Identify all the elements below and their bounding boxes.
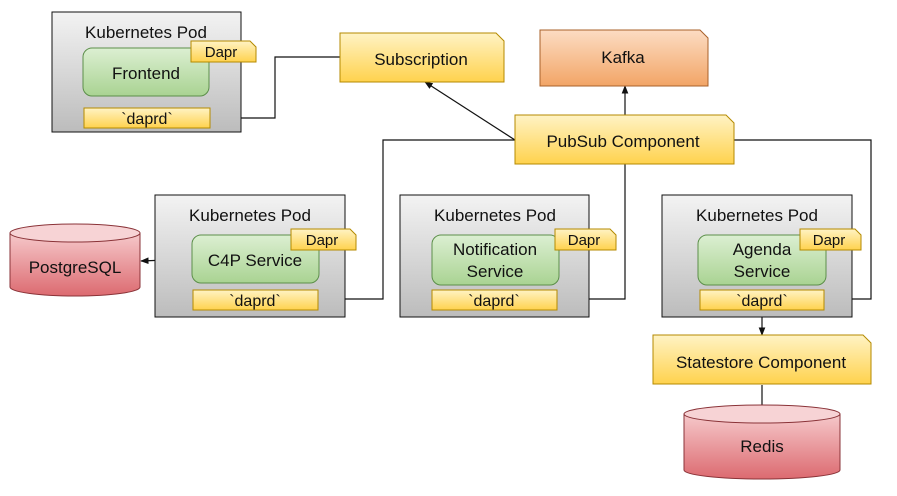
kafka-label: Kafka (601, 48, 645, 67)
kafka-broker: Kafka (539, 29, 709, 87)
pod-agenda: Kubernetes Pod Agenda Service Dapr `dapr… (661, 194, 862, 318)
notification-daprd-box (431, 289, 558, 311)
pod-frontend: Kubernetes Pod Frontend Dapr `daprd` (51, 11, 257, 133)
connector-pubsub-to-subscription (424, 81, 516, 141)
frontend-dapr-badge-label: Dapr (205, 44, 238, 61)
notification-service-box (431, 234, 560, 286)
pubsub-component: PubSub Component (514, 114, 735, 165)
pubsub-label: PubSub Component (546, 132, 699, 151)
statestore-box (652, 334, 872, 385)
pod-c4p: Kubernetes Pod C4P Service Dapr `daprd` (154, 194, 357, 318)
agenda-dapr-badge (799, 228, 862, 251)
subscription-box (339, 32, 505, 83)
agenda-service-label-line2: Service (734, 262, 791, 281)
pod-notification: Kubernetes Pod Notification Service Dapr… (399, 194, 617, 318)
frontend-daprd-label: `daprd` (121, 111, 173, 128)
statestore-component: Statestore Component (652, 334, 872, 385)
notification-daprd-label: `daprd` (468, 293, 520, 310)
pubsub-box (514, 114, 735, 165)
connector-subscription-to-frontend-daprd (210, 56, 340, 122)
redis-cylinder (683, 413, 841, 480)
c4p-dapr-badge-label: Dapr (306, 232, 339, 249)
frontend-service-label: Frontend (112, 64, 180, 83)
statestore-label: Statestore Component (676, 353, 846, 372)
c4p-daprd-label: `daprd` (229, 293, 281, 310)
pod-frontend-title: Kubernetes Pod (85, 23, 207, 42)
frontend-daprd-box (83, 107, 211, 129)
pod-c4p-title: Kubernetes Pod (189, 206, 311, 225)
pod-notification-title: Kubernetes Pod (434, 206, 556, 225)
kafka-box (539, 29, 709, 87)
subscription-component: Subscription (339, 32, 505, 83)
agenda-daprd-box (699, 289, 825, 311)
subscription-label: Subscription (374, 50, 468, 69)
c4p-service-box (191, 234, 320, 284)
agenda-dapr-badge-label: Dapr (813, 232, 846, 249)
connector-c4p-daprd-to-pubsub (318, 139, 515, 300)
postgresql-cylinder-top (9, 223, 141, 243)
c4p-daprd-box (192, 289, 319, 311)
pod-agenda-title: Kubernetes Pod (696, 206, 818, 225)
frontend-service-box (82, 47, 210, 97)
postgresql-database: PostgreSQL (9, 223, 141, 297)
frontend-dapr-badge (190, 40, 257, 63)
redis-cylinder-top (683, 404, 841, 424)
agenda-daprd-label: `daprd` (736, 293, 788, 310)
redis-label: Redis (740, 437, 783, 456)
notification-dapr-badge-label: Dapr (568, 232, 601, 249)
c4p-dapr-badge (290, 228, 357, 251)
notification-service-label-line2: Service (467, 262, 524, 281)
c4p-service-label: C4P Service (208, 251, 302, 270)
agenda-service-label-line1: Agenda (733, 240, 792, 259)
redis-database: Redis (683, 404, 841, 480)
postgresql-cylinder (9, 232, 141, 297)
postgresql-label: PostgreSQL (29, 258, 122, 277)
notification-service-label-line1: Notification (453, 240, 537, 259)
agenda-service-box (697, 234, 827, 286)
notification-dapr-badge (554, 228, 617, 251)
